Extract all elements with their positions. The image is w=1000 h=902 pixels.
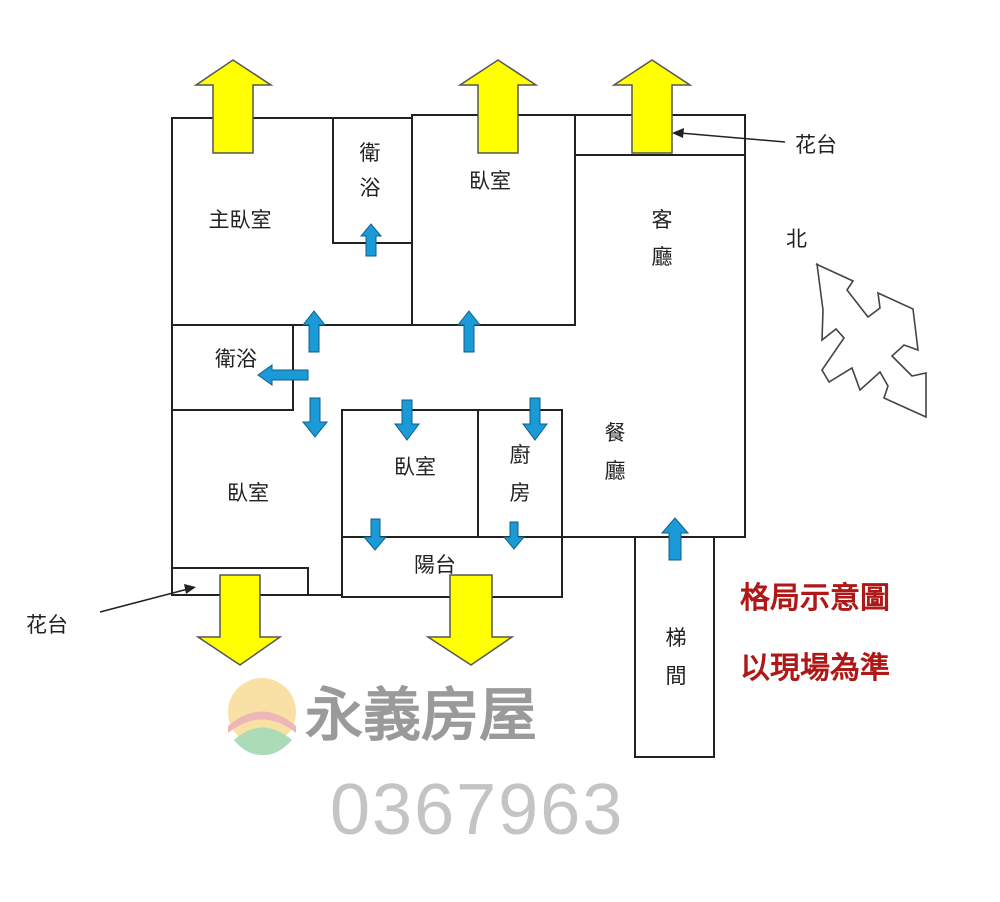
arrow-down-icon [394,399,420,441]
layout-note-disclaimer: 以現場為準 [740,651,890,686]
compass-icon [815,263,927,419]
walls [171,114,746,758]
room-label-bath-mid: 衛浴 [215,347,257,371]
watermark-text: 永義房屋 [305,681,537,749]
callout-line [679,132,786,143]
door-arrows [257,223,690,561]
window-arrows [193,59,693,666]
arrow-down-icon [362,518,388,551]
kitchen-room [477,409,563,538]
planter-bottom-box [172,567,309,595]
bath-top-room [332,118,412,244]
arrowhead-icon [184,584,196,594]
arrowhead-icon [672,128,684,138]
north-label: 北 [786,227,807,251]
arrow-up-icon [456,310,482,353]
room-label-balcony: 陽台 [414,553,456,577]
arrow-up-icon [611,59,693,154]
arrow-up-icon [457,59,539,154]
arrow-up-icon [359,223,383,257]
arrow-left-icon [257,364,309,386]
arrow-up-icon [301,310,327,353]
room-label-bath-top: 浴 [360,176,381,200]
room-label-bedroom-left: 臥室 [227,481,269,505]
room-label-living: 客 [652,208,673,232]
room-label-bedroom-mid: 臥室 [394,455,436,479]
bath-mid-room [172,325,294,411]
room-label-master-bedroom: 主臥室 [209,208,272,232]
room-label-dining: 廳 [605,459,626,483]
arrow-up-icon [660,517,690,561]
arrow-down-icon [522,397,548,441]
room-label-kitchen: 房 [510,481,531,505]
room-label-bath-top: 衛 [360,141,381,165]
layout-note-title: 格局示意圖 [740,581,890,616]
arrow-down-icon [425,574,515,666]
room-label-kitchen: 廚 [510,443,531,467]
arrow-up-icon [193,59,274,154]
watermark-logo [228,678,296,756]
callout-line [99,588,189,613]
stairwell-room [634,537,715,758]
room-label-dining: 餐 [605,421,626,445]
arrow-down-icon [301,397,329,438]
room-label-stairwell: 梯 [666,626,687,650]
planter-top-label: 花台 [795,133,837,157]
room-label-stairwell: 間 [666,664,687,688]
room-label-living: 廳 [652,245,673,269]
planter-bottom-label: 花台 [26,613,68,637]
arrow-down-icon [502,521,526,550]
room-label-bedroom-top: 臥室 [469,169,511,193]
listing-number: 0367963 [330,770,624,850]
arrow-down-icon [195,574,283,666]
